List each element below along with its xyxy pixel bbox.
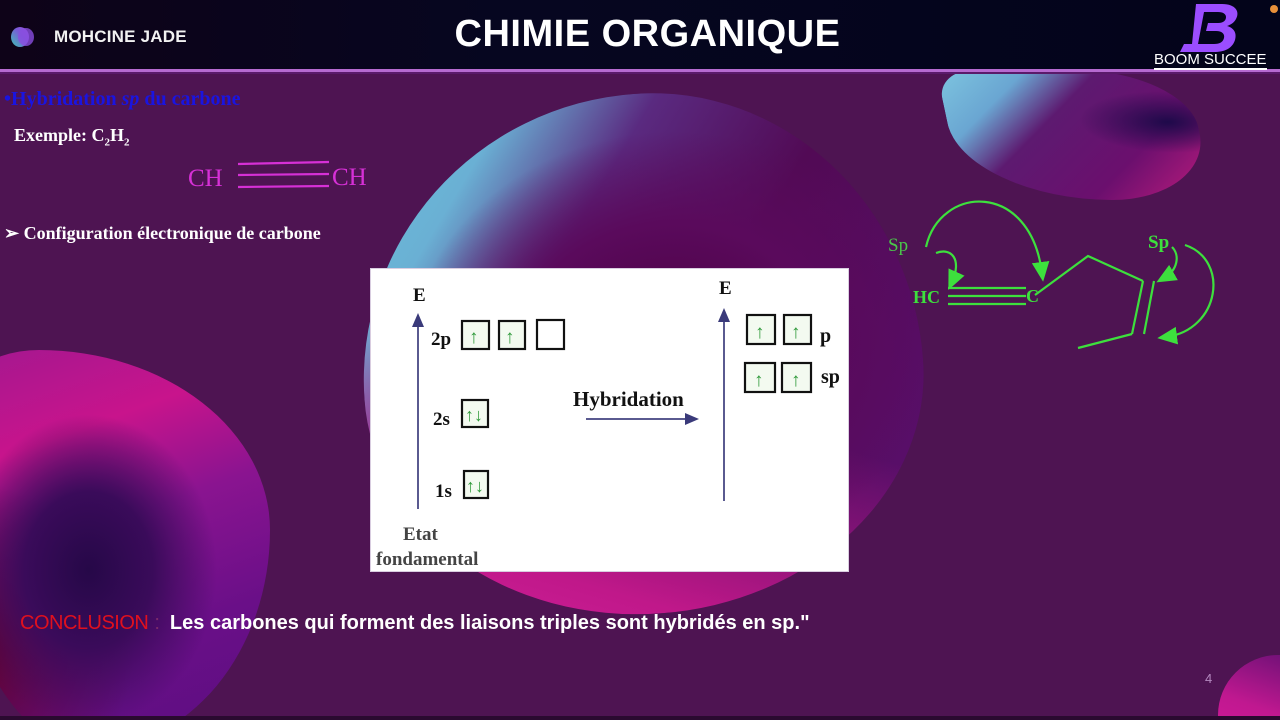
section-heading: •Hybridation sp du carbone (4, 88, 241, 110)
background-blob-bottom-right (1218, 655, 1280, 720)
orbital-diagram: E 2p ↑ ↑ 2s ↑↓ (370, 268, 849, 572)
level-p-label: p (820, 325, 831, 347)
example-label: Exemple: C2H2 (14, 125, 130, 149)
svg-text:↑: ↑ (755, 322, 765, 343)
orbital-box-2p-3 (535, 318, 566, 351)
author-name: MOHCINE JADE (54, 27, 187, 46)
brand-logo-icon (1180, 4, 1238, 52)
orbital-box-sp-1: ↑ (743, 361, 777, 394)
config-heading: ➢ Configuration électronique de carbone (4, 223, 321, 243)
sp-arrow-to-hc-icon (935, 250, 965, 291)
orbital-box-1s: ↑↓ (462, 469, 490, 500)
brand-name: BOOM SUCCEE (1154, 51, 1267, 70)
molecule-diagram: Sp HC C Sp (888, 200, 1215, 350)
hybridation-label: Hybridation (573, 387, 684, 411)
background-blob-left (0, 350, 270, 720)
svg-text:↑: ↑ (791, 322, 801, 343)
acetylene-formula: CH CH (188, 160, 367, 192)
page-title: CHIMIE ORGANIQUE (454, 13, 841, 55)
sp-arrow-right-long-icon (1157, 243, 1215, 345)
atom-c: C (1026, 286, 1039, 306)
acetylene-left-ch: CH (188, 165, 223, 192)
level-1s-label: 1s (435, 481, 452, 502)
heading-bullet: • (4, 88, 12, 110)
ground-axis-label: E (413, 285, 426, 306)
svg-text:↑: ↑ (505, 327, 515, 348)
orbital-diagram-svg: E 2p ↑ ↑ 2s ↑↓ (376, 278, 840, 570)
orbital-box-2p-2: ↑ (497, 319, 527, 351)
slide-header: MOHCINE JADE CHIMIE ORGANIQUE BOOM SUCCE… (0, 0, 1280, 72)
level-2p-label: 2p (431, 329, 451, 350)
conclusion: CONCLUSION: Les carbones qui forment des … (20, 612, 810, 635)
arrow-bullet-icon: ➢ (4, 223, 20, 243)
ground-caption-line2: fondamental (376, 549, 478, 570)
conclusion-separator: : (154, 612, 160, 634)
level-2s-label: 2s (433, 409, 450, 430)
svg-text:↑↓: ↑↓ (466, 476, 484, 496)
author-logo-icon (11, 27, 34, 47)
acetylene-right-ch: CH (332, 164, 367, 191)
sp-arrow-to-c-icon (924, 200, 1050, 282)
orbital-box-p-1: ↑ (745, 313, 777, 346)
atom-hc: HC (913, 287, 940, 307)
page-number: 4 (1205, 671, 1213, 686)
hybrid-axis-label: E (719, 278, 732, 299)
svg-text:↑: ↑ (469, 327, 479, 348)
background-blob-top-right (936, 70, 1214, 200)
svg-text:↑: ↑ (791, 370, 801, 391)
orbital-box-sp-2: ↑ (780, 361, 813, 394)
sp-label-left: Sp (888, 235, 908, 256)
orbital-box-p-2: ↑ (782, 313, 813, 346)
level-sp-label: sp (821, 366, 840, 388)
sp-arrow-right-short-icon (1156, 246, 1178, 283)
sp-label-right: Sp (1148, 232, 1169, 253)
conclusion-label: CONCLUSION (20, 612, 149, 634)
bottom-border (0, 716, 1280, 720)
orbital-box-2p-1: ↑ (460, 319, 491, 351)
svg-text:↑↓: ↑↓ (465, 405, 483, 425)
ground-caption-line1: Etat (403, 524, 439, 545)
svg-text:↑: ↑ (754, 370, 764, 391)
brand-dot (1270, 5, 1278, 13)
conclusion-text: Les carbones qui forment des liaisons tr… (169, 612, 810, 634)
orbital-box-2s: ↑↓ (460, 398, 490, 429)
